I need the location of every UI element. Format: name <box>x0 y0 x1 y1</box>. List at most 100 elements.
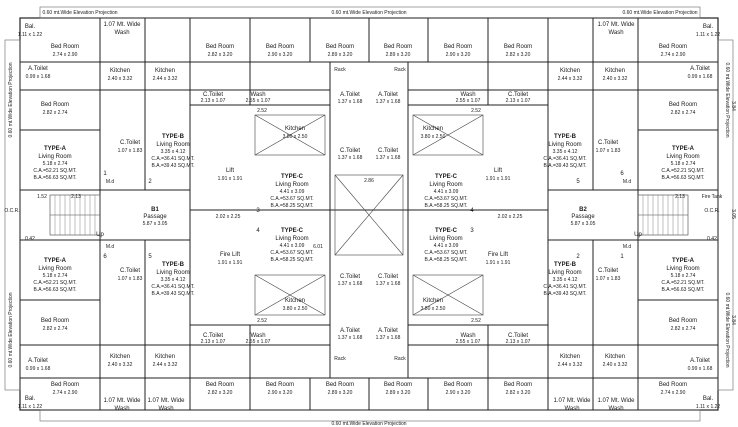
atoilet-t2: A.Toilet <box>378 92 398 98</box>
ctoilet-br: C.Toilet <box>598 268 618 274</box>
up-right: Up <box>634 232 642 238</box>
dim-213-r: 2.13 <box>675 194 685 200</box>
flat-5b: 5 <box>148 254 152 260</box>
kitchen-tr2: Kitchen <box>605 68 625 74</box>
dim-252-4: 2.52 <box>471 318 481 324</box>
atoilet-b2: A.Toilet <box>378 328 398 334</box>
dim-601: 6.01 <box>313 244 323 250</box>
living-tr-ba: B.A.=56.63 SQ.MT. <box>662 175 705 181</box>
kitchen-t1: Kitchen <box>285 126 305 132</box>
ctoilet-b4-dim: 1.37 x 1.68 <box>376 281 401 287</box>
type-b-br: TYPE-B <box>554 262 577 268</box>
ctoilet-t2-dim: 2.13 x 1.07 <box>506 98 531 104</box>
bed-tl-dim: 2.74 x 2.90 <box>53 52 78 58</box>
living-br-ca: C.A.=52.21 SQ.MT. <box>661 280 704 286</box>
dim-152-l: 1.52 <box>37 194 47 200</box>
type-b-tr: TYPE-B <box>554 134 577 140</box>
kitchen-t2-dim: 3.80 x 2.50 <box>421 134 446 140</box>
lift-b2: Fire Lift <box>488 252 508 258</box>
bed-tr: Bed Room <box>659 44 687 50</box>
bal-tr-dim: 1.11 x 1.22 <box>696 32 721 38</box>
living-b-tr-ba: B.A.=39.43 SQ.MT. <box>544 163 587 169</box>
flat-3b: 3 <box>470 228 474 234</box>
living-br-dim: 5.18 x 2.74 <box>671 273 696 279</box>
kitchen-t2: Kitchen <box>423 126 443 132</box>
living-bl-ca: C.A.=52.21 SQ.MT. <box>33 280 76 286</box>
bed-t7: Bed Room <box>444 44 472 50</box>
ctoilet-tl-dim: 1.07 x 1.83 <box>118 148 143 154</box>
bed-t5-dim: 2.89 x 3.20 <box>328 52 353 58</box>
lift-t1-dim: 1.91 x 1.91 <box>218 176 243 182</box>
rack-b2: Rack <box>394 356 406 362</box>
living-c-b1-dim: 4.41 x 3.09 <box>280 243 305 249</box>
atoilet-b1-dim: 1.37 x 1.68 <box>338 335 363 341</box>
kitchen-br1-dim: 2.44 x 3.32 <box>558 362 583 368</box>
living-tl-dim: 5.18 x 2.74 <box>43 161 68 167</box>
living-c-t2-ca: C.A.=53.67 SQ.MT. <box>424 196 467 202</box>
bed-b3: Bed Room <box>206 382 234 388</box>
atoilet-bl: A.Toilet <box>28 358 48 364</box>
bed-b5-dim: 2.89 x 3.20 <box>328 390 353 396</box>
bottom-projection-label: 0.60 mt.Wide Elevation Projection <box>331 421 406 427</box>
living-c-b2-ca: C.A.=53.67 SQ.MT. <box>424 250 467 256</box>
bed-b5: Bed Room <box>326 382 354 388</box>
wash-bl2-b: Wash <box>158 406 173 412</box>
corner-projection-tl: 0.60 mt.Wide Elevation Projection <box>42 10 117 16</box>
bed-tl2: Bed Room <box>41 102 69 108</box>
bed-t4: Bed Room <box>266 44 294 50</box>
living-tr: Living Room <box>666 154 699 160</box>
fire-lift-dim: 1.91 x 1.91 <box>218 260 243 266</box>
wash2-b2-dim: 2.55 x 1.07 <box>456 339 481 345</box>
wash-br2-b: Wash <box>608 406 623 412</box>
living-tl-ba: B.A.=56.63 SQ.MT. <box>34 175 77 181</box>
ctoilet-t1-dim: 2.13 x 1.07 <box>201 98 226 104</box>
bed-b4: Bed Room <box>266 382 294 388</box>
ctoilet-tr-dim: 1.07 x 1.83 <box>596 148 621 154</box>
top-projection-label: 0.60 mt.Wide Elevation Projection <box>331 10 406 16</box>
wash2-b1-dim: 2.55 x 1.07 <box>246 339 271 345</box>
lift-t2: Lift <box>494 168 502 174</box>
md-2: M.d <box>623 179 632 185</box>
wash-bl2-a: 1.07 Mt. Wide <box>147 398 185 404</box>
living-tr-dim: 5.18 x 2.74 <box>671 161 696 167</box>
ctoilet-t3: C.Toilet <box>340 148 360 154</box>
bal-bl-dim: 1.11 x 1.22 <box>18 404 43 410</box>
ctoilet-t2: C.Toilet <box>508 92 528 98</box>
living-b-tr: Living Room <box>548 142 581 148</box>
bal-tl: Bal. <box>25 24 36 30</box>
wash2-t2-dim: 2.55 x 1.07 <box>456 98 481 104</box>
type-a-tr: TYPE-A <box>672 146 695 152</box>
atoilet-b1: A.Toilet <box>340 328 360 334</box>
living-b-br-dim: 3.35 x 4.12 <box>553 277 578 283</box>
bed-b7-dim: 2.90 x 3.20 <box>446 390 471 396</box>
wash-tr-b: Wash <box>608 30 623 36</box>
kitchen-bl2: Kitchen <box>155 354 175 360</box>
wash-bl-a: 1.07 Mt. Wide <box>103 398 141 404</box>
left-projection-top: 0.60 mt.Wide Elevation Projection <box>8 62 14 137</box>
living-b-br-ca: C.A.=36.41 SQ.MT. <box>543 284 586 290</box>
kitchen-tl1-dim: 2.40 x 3.32 <box>108 76 133 82</box>
living-tl: Living Room <box>38 154 71 160</box>
type-b-bl: TYPE-B <box>162 262 185 268</box>
ctoilet-tr: C.Toilet <box>598 140 618 146</box>
kitchen-br1: Kitchen <box>560 354 580 360</box>
bed-bl: Bed Room <box>51 382 79 388</box>
living-b-br: Living Room <box>548 270 581 276</box>
right-projection-top: 0.60 mt.Wide Elevation Projection <box>724 62 730 137</box>
atoilet-t1-dim: 1.37 x 1.68 <box>338 99 363 105</box>
fire-lift: Fire Lift <box>220 252 240 258</box>
flat-1: 1 <box>103 171 107 177</box>
atoilet-tl: A.Toilet <box>28 66 48 72</box>
type-c-t1: TYPE-C <box>281 174 304 180</box>
bed-t4-dim: 2.90 x 3.20 <box>268 52 293 58</box>
ocr-right: O.C.R. <box>704 208 719 214</box>
living-b-tl-ba: B.A.=39.43 SQ.MT. <box>152 163 195 169</box>
ctoilet-bl: C.Toilet <box>120 268 140 274</box>
bed-tr2: Bed Room <box>669 102 697 108</box>
living-c-b2-ba: B.A.=58.25 SQ.MT. <box>425 257 468 263</box>
living-bl-ba: B.A.=56.63 SQ.MT. <box>34 287 77 293</box>
wash2-t1-dim: 2.55 x 1.07 <box>246 98 271 104</box>
kitchen-tl2: Kitchen <box>155 68 175 74</box>
kitchen-bl1: Kitchen <box>110 354 130 360</box>
ocr-left: O.C.R. <box>4 208 19 214</box>
